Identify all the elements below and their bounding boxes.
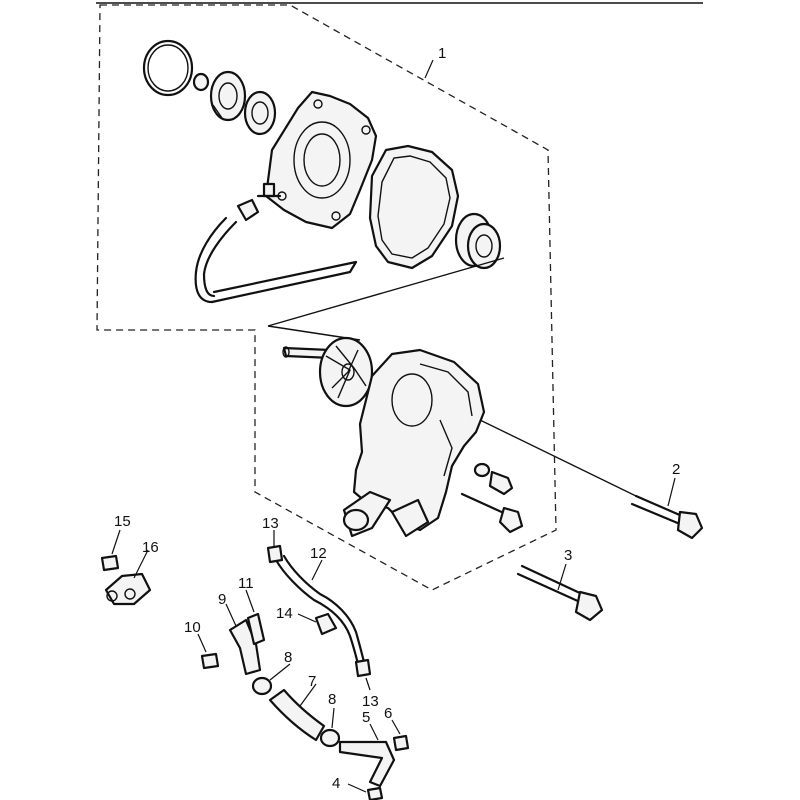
cover-fitting — [256, 182, 282, 198]
bracket-9 — [228, 618, 262, 676]
o-ring — [142, 39, 194, 97]
bolt-10 — [200, 652, 220, 670]
bolt-15 — [100, 554, 120, 572]
bolt-4 — [366, 786, 384, 800]
pump-gasket — [368, 144, 460, 270]
mechanical-seal — [454, 212, 502, 270]
callout-14: 14 — [276, 605, 293, 622]
washer-bolt — [473, 462, 514, 496]
callout-6: 6 — [384, 705, 392, 722]
housing-bolt-short — [460, 492, 524, 534]
flange-16 — [104, 572, 152, 606]
callout-5: 5 — [362, 709, 370, 726]
callout-13-lower: 13 — [362, 693, 379, 710]
long-bolt-2 — [630, 494, 704, 540]
cap-6 — [392, 734, 410, 752]
impeller — [318, 336, 374, 408]
fitting-13-upper — [266, 544, 284, 564]
pump-cover — [264, 90, 378, 230]
small-seal — [192, 72, 210, 92]
pump-housing — [342, 348, 486, 538]
clamp-8-upper — [251, 676, 273, 696]
callout-9: 9 — [218, 591, 226, 608]
tube-12 — [274, 558, 360, 666]
callout-1: 1 — [438, 45, 446, 62]
callout-8-upper: 8 — [284, 649, 292, 666]
pipe-5 — [338, 740, 396, 788]
hose-fitting — [236, 198, 260, 222]
callout-15: 15 — [114, 513, 131, 530]
callout-3: 3 — [564, 547, 572, 564]
clamp-8-lower — [319, 728, 341, 748]
fitting-13-lower — [354, 658, 372, 678]
bearing-1 — [209, 70, 247, 122]
callout-16: 16 — [142, 539, 159, 556]
hose-7 — [268, 688, 326, 742]
callout-11: 11 — [238, 575, 254, 592]
assembly-boundary-1 — [96, 4, 557, 591]
callout-7: 7 — [308, 673, 316, 690]
clip-14 — [314, 612, 338, 636]
grommet-11 — [246, 612, 266, 646]
callout-2: 2 — [672, 461, 680, 478]
callout-4: 4 — [332, 775, 340, 792]
callout-8-lower: 8 — [328, 691, 336, 708]
callout-13-upper: 13 — [262, 515, 279, 532]
breather-hose — [194, 216, 228, 304]
callout-12: 12 — [310, 545, 327, 562]
bearing-2 — [243, 90, 277, 136]
callout-10: 10 — [184, 619, 201, 636]
long-bolt-3 — [516, 564, 604, 622]
